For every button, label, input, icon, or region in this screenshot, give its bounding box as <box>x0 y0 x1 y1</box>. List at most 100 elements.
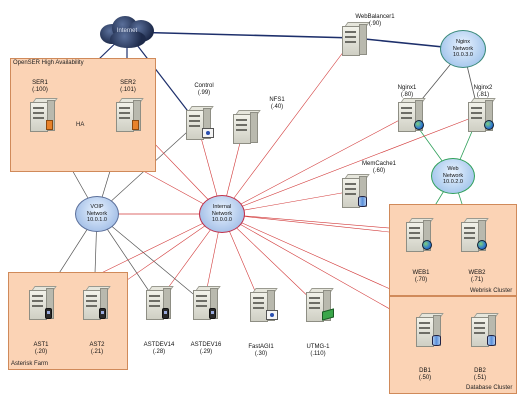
voip-hub-ip: 10.0.1.0 <box>87 217 107 223</box>
nfs1-name: NFS1 <box>269 97 285 103</box>
nginx2-server-icon <box>468 98 496 132</box>
asterisk-group-label: Asterisk Farm <box>11 361 49 367</box>
nginx-hub-line2: Network <box>452 45 474 52</box>
memcache1-name: MemCache1 <box>361 161 397 167</box>
internet-to-control-link <box>126 31 198 124</box>
web1-ip: (.70) <box>414 277 428 283</box>
astdev14-label: ASTDEV14(.28) <box>144 342 175 356</box>
astdev14-phone-icon <box>162 308 169 319</box>
nginx1-name: Nginx1 <box>397 85 417 91</box>
astdev16-label: ASTDEV16(.29) <box>191 342 222 356</box>
web-hub-line2: Network <box>442 172 464 179</box>
ast1-name: AST1 <box>33 342 49 348</box>
ast2-phone-icon <box>99 308 106 319</box>
memcache1-label: MemCache1(.60) <box>362 161 396 175</box>
ser2-label: SER2(.101) <box>120 80 136 94</box>
utmg1-label: UTMG-1(.110) <box>307 344 330 358</box>
nginx1-ip: (.80) <box>400 92 414 98</box>
nfs1-server-icon <box>233 110 261 144</box>
fastagi1-server-icon <box>250 288 278 322</box>
db1-database-icon <box>432 335 441 346</box>
web2-label: WEB2(.71) <box>468 270 485 284</box>
astdev16-name: ASTDEV16 <box>190 342 222 348</box>
internet-label: Internet <box>116 28 138 34</box>
web2-globe-icon <box>477 240 487 250</box>
nginx2-label: Nginx2(.81) <box>474 85 493 99</box>
nginx1-server-icon <box>398 98 426 132</box>
control-monitor-icon <box>202 128 214 138</box>
fastagi1-card-icon <box>266 310 278 320</box>
web1-label: WEB1(.70) <box>412 270 429 284</box>
ast2-label: AST2(.21) <box>89 342 104 356</box>
openser-group-label: OpenSER High Availability <box>13 60 84 66</box>
database-group-label: Database Cluster <box>466 385 513 391</box>
voip-hub-name: VOIP <box>90 204 104 210</box>
web1-globe-icon <box>422 240 432 250</box>
ser2-switch-icon <box>132 120 139 130</box>
db1-ip: (.50) <box>418 375 432 381</box>
web-hub-ip: 10.0.2.0 <box>443 179 463 185</box>
internal-to-nginx2-link <box>221 114 480 215</box>
control-server-icon <box>186 106 214 140</box>
fastagi1-ip: (.30) <box>254 351 268 357</box>
db1-name: DB1 <box>419 368 431 374</box>
nginx2-ip: (.81) <box>476 92 490 98</box>
web2-name: WEB2 <box>468 270 486 276</box>
internet-cloud: Internet <box>96 12 158 52</box>
ser2-ip: (.101) <box>120 87 136 93</box>
db1-label: DB1(.50) <box>419 368 431 382</box>
webrisk-group-label: Webrisk Cluster <box>470 288 513 294</box>
ast2-ip: (.21) <box>90 349 104 355</box>
astdev14-name: ASTDEV14 <box>143 342 175 348</box>
db2-server-icon <box>471 313 499 347</box>
ser1-name: SER1 <box>32 80 48 86</box>
ast1-server-icon <box>29 286 57 320</box>
ser2-server-icon <box>116 98 144 132</box>
control-name: Control <box>194 83 214 89</box>
memcache1-ip: (.60) <box>372 168 386 174</box>
control-ip: (.99) <box>197 90 211 96</box>
memcache1-server-icon <box>342 174 370 208</box>
nginx-hub-ip: 10.0.3.0 <box>453 52 473 58</box>
database-group <box>389 296 517 394</box>
webbalancer-ip: (.90) <box>368 21 382 27</box>
internal-to-webbalancer-link <box>221 38 354 215</box>
astdev14-server-icon <box>146 286 174 320</box>
nginx1-globe-icon <box>414 120 424 130</box>
db2-ip: (.51) <box>473 375 487 381</box>
ast1-ip: (.20) <box>34 349 48 355</box>
nginx-hub-name: Nginx <box>455 39 471 45</box>
astdev14-ip: (.28) <box>152 349 166 355</box>
astdev16-ip: (.29) <box>199 349 213 355</box>
voip-to-astdev16-link <box>96 213 205 304</box>
nfs1-ip: (.40) <box>270 104 284 110</box>
ast1-label: AST1(.20) <box>33 342 48 356</box>
utmg1-ip: (.110) <box>310 351 326 357</box>
db2-label: DB2(.51) <box>474 368 486 382</box>
internal-hub-name: Internal <box>212 204 232 210</box>
webbalancer-server-icon <box>342 22 370 56</box>
ast2-server-icon <box>83 286 111 320</box>
webbalancer-name: WebBalancer1 <box>355 14 395 20</box>
db2-name: DB2 <box>474 368 486 374</box>
ast2-name: AST2 <box>89 342 105 348</box>
nfs1-label: NFS1(.40) <box>269 97 284 111</box>
utmg1-server-icon <box>306 288 334 322</box>
nginx1-label: Nginx1(.80) <box>398 85 417 99</box>
ast1-phone-icon <box>45 308 52 319</box>
control-label: Control(.99) <box>194 83 213 97</box>
nginx2-globe-icon <box>484 120 494 130</box>
internal-hub-ip: 10.0.0.0 <box>212 217 232 223</box>
ser1-switch-icon <box>46 120 53 130</box>
ha-label: HA <box>76 122 85 128</box>
ser1-server-icon <box>30 98 58 132</box>
memcache1-database-icon <box>358 196 367 207</box>
internal-to-web1-link <box>221 213 418 236</box>
web-hub-name: Web <box>447 166 459 172</box>
utmg1-name: UTMG-1 <box>306 344 330 350</box>
internal-to-utmg1-link <box>221 213 318 306</box>
